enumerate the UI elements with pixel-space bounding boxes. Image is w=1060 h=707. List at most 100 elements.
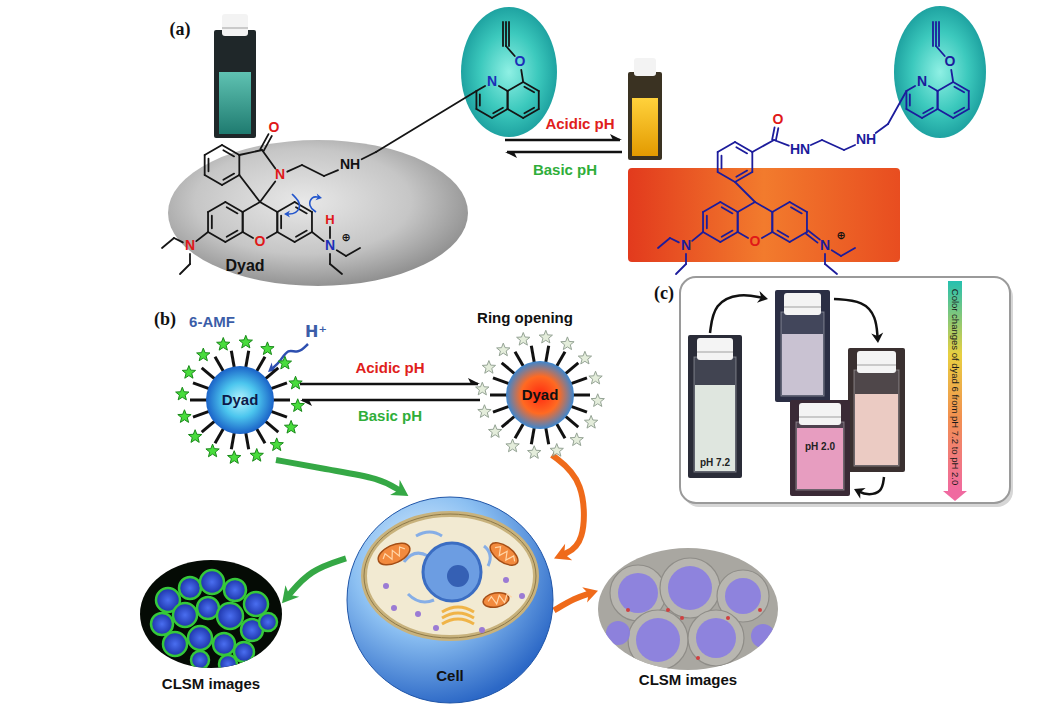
fluorophore-star — [550, 444, 563, 457]
fluorophore-star — [217, 337, 230, 350]
cycle-arrow-head — [757, 291, 768, 303]
connector-arrow — [300, 378, 480, 384]
fluorophore-star — [239, 335, 252, 348]
surfactant-tail — [515, 352, 524, 367]
bond-line — [703, 232, 720, 242]
bond-line — [196, 232, 208, 241]
mitochondrion — [375, 539, 413, 570]
bond-line — [277, 202, 294, 212]
bond-line — [521, 70, 523, 82]
connector-path-head — [582, 587, 598, 602]
bond-line — [287, 165, 302, 172]
cycle-arrow-head — [854, 488, 866, 499]
surfactant-tail — [193, 383, 209, 389]
open-form-panel — [628, 168, 900, 262]
bond-line — [703, 202, 720, 212]
dyad-ellipse — [168, 140, 468, 286]
connector-path — [554, 593, 590, 610]
stained-cell — [244, 592, 268, 616]
vial-liquid — [797, 428, 843, 489]
stained-nucleus — [725, 578, 761, 614]
connector-arrow — [300, 400, 480, 406]
bond-line — [806, 212, 808, 232]
cycle-arrow — [859, 477, 884, 494]
surfactant-tail — [490, 394, 507, 397]
bond-line — [777, 231, 788, 237]
surfactant-tail — [493, 406, 509, 412]
bond-line — [718, 142, 735, 152]
red-signal — [666, 608, 670, 612]
fluorophore-star — [517, 332, 530, 345]
fluorophore-star — [261, 342, 274, 355]
bond-line — [738, 232, 748, 238]
vial-cap — [784, 293, 821, 315]
bond-line — [242, 212, 244, 232]
quinoline-ellipse — [894, 6, 986, 138]
surfactant-tail — [265, 368, 278, 379]
bond-line — [204, 155, 206, 175]
atom-label: N — [185, 238, 195, 253]
cuvette-photo — [214, 30, 256, 138]
dye-label: 6-AMF — [189, 314, 235, 331]
vial-glass — [854, 370, 899, 466]
bond-line — [755, 202, 772, 212]
fluorophore-star — [478, 405, 491, 418]
bond-line — [658, 238, 670, 248]
bond-line — [772, 127, 774, 139]
vial-photo — [790, 400, 850, 496]
proton-arrow — [272, 344, 308, 369]
stained-nucleus — [618, 573, 658, 613]
bond-line — [505, 22, 507, 46]
bond-line — [174, 238, 183, 242]
mitochondrion — [486, 538, 521, 569]
bond-line — [312, 232, 324, 241]
connector-path-head — [554, 544, 572, 561]
stained-cell — [219, 655, 237, 673]
bond-line — [376, 91, 476, 152]
bond-line — [685, 254, 687, 264]
bond-line — [508, 109, 524, 118]
cuvette-cap — [222, 14, 248, 36]
fluorophore-star — [182, 366, 195, 379]
bond-line — [718, 172, 735, 182]
bond-line — [302, 165, 324, 176]
connector-path — [302, 399, 480, 402]
red-signal — [726, 616, 730, 620]
dyad-ellipse-shape — [168, 140, 468, 286]
surfactant-tail — [190, 399, 207, 402]
stained-cell — [197, 597, 219, 619]
bond-line — [189, 254, 191, 264]
atom-label: O — [750, 234, 761, 249]
cell-sphere — [347, 497, 553, 703]
stained-cell — [163, 632, 187, 656]
equilibrium-arrow-head — [610, 134, 622, 140]
atom-label: O — [269, 120, 280, 135]
connector-arrow — [276, 460, 408, 496]
bond-line — [524, 108, 534, 114]
surfactant-tail — [531, 427, 534, 444]
fluorophore-star — [188, 430, 201, 443]
bond-line — [954, 87, 964, 93]
mitochondrion-cristae — [493, 544, 517, 564]
surfactant-tail — [231, 351, 234, 368]
cell-outline — [688, 610, 744, 666]
dyad-ellipse: Dyad — [168, 140, 468, 286]
vesicle — [391, 605, 397, 611]
micelle: Dyad — [480, 335, 600, 455]
cell-membrane — [364, 514, 536, 638]
bond-line — [923, 108, 933, 114]
micelle-core — [506, 361, 574, 429]
bond-line — [951, 70, 953, 82]
stained-nucleus — [668, 566, 712, 610]
bond-line — [938, 22, 940, 46]
bond-line — [208, 202, 225, 212]
bond-line — [762, 232, 772, 238]
bond-line — [824, 254, 826, 264]
node-text: CLSM images — [639, 672, 737, 689]
dyad-structure — [162, 22, 539, 274]
vesicle — [479, 627, 485, 633]
bond-line — [243, 202, 260, 212]
bond-line — [330, 264, 342, 274]
bond-line — [771, 212, 773, 232]
vial-photo — [775, 290, 830, 402]
